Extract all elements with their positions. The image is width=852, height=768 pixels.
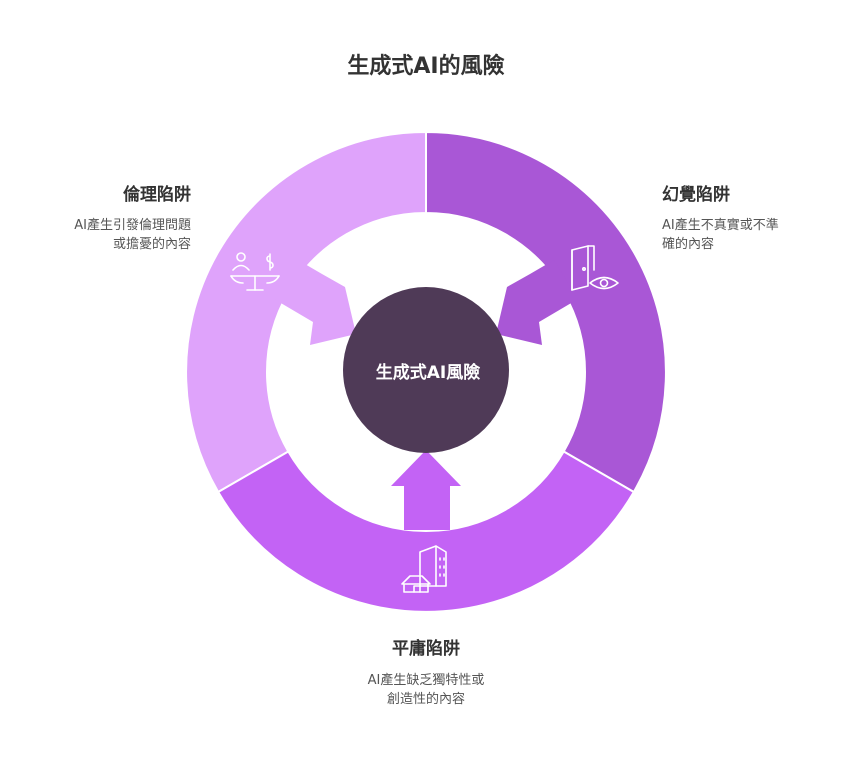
center-label: 生成式AI風險 — [375, 363, 481, 383]
balance-scale-person-dollar-icon — [230, 252, 280, 291]
center-circle — [343, 287, 509, 453]
arrow-ethics — [274, 260, 356, 345]
segment-mediocrity — [216, 450, 636, 613]
segment-ethics — [185, 130, 427, 494]
buildings-house-icon — [401, 545, 447, 593]
hallucination-description: AI產生不真實或不準 確的內容 — [662, 216, 842, 254]
hallucination-desc-line: 確的內容 — [662, 237, 715, 252]
ethics-title: 倫理陷阱 — [123, 185, 191, 205]
mediocrity-title: 平庸陷阱 — [392, 639, 460, 659]
door-eye-icon — [571, 245, 619, 291]
hallucination-title: 幻覺陷阱 — [662, 185, 730, 205]
ethics-desc-line: AI產生引發倫理問題 — [74, 218, 191, 233]
mediocrity-description: AI產生缺乏獨特性或 創造性的內容 — [316, 671, 536, 709]
ethics-desc-line: 或擔憂的內容 — [112, 237, 191, 252]
segment-hallucination — [425, 130, 667, 494]
hallucination-desc-line: AI產生不真實或不準 — [662, 218, 779, 233]
mediocrity-desc-line: AI產生缺乏獨特性或 — [367, 673, 485, 688]
ethics-description: AI產生引發倫理問題 或擔憂的內容 — [20, 216, 191, 254]
diagram-title: 生成式AI的風險 — [347, 54, 505, 79]
arrow-mediocrity — [391, 450, 461, 530]
arrow-hallucination — [496, 260, 578, 345]
mediocrity-desc-line: 創造性的內容 — [386, 692, 465, 707]
